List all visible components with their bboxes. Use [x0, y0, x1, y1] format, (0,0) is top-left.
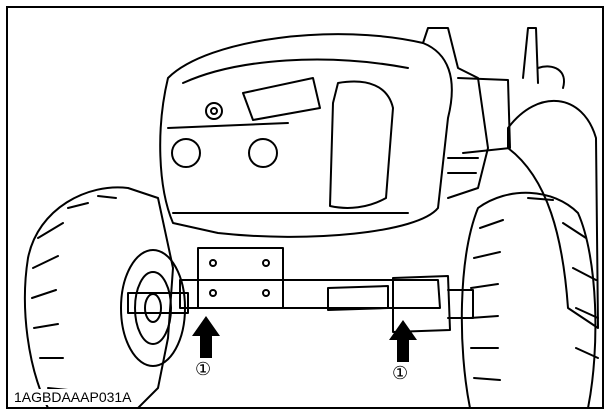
- callout-arrow-right: [389, 320, 417, 362]
- callout-arrow-left: [192, 316, 220, 358]
- rear-wheel: [507, 27, 599, 329]
- figure-frame: ① ① 1AGBDAAAP031A: [6, 6, 604, 409]
- tractor-cab: [422, 27, 511, 199]
- figure-code: 1AGBDAAAP031A: [12, 389, 134, 405]
- left-front-tire: [23, 186, 186, 407]
- tractor-illustration: [23, 27, 599, 407]
- front-axle: [127, 247, 474, 333]
- tractor-hood: [159, 33, 453, 238]
- right-front-tire: [460, 191, 599, 407]
- callout-label-left: ①: [195, 359, 212, 380]
- callout-label-right: ①: [392, 363, 409, 384]
